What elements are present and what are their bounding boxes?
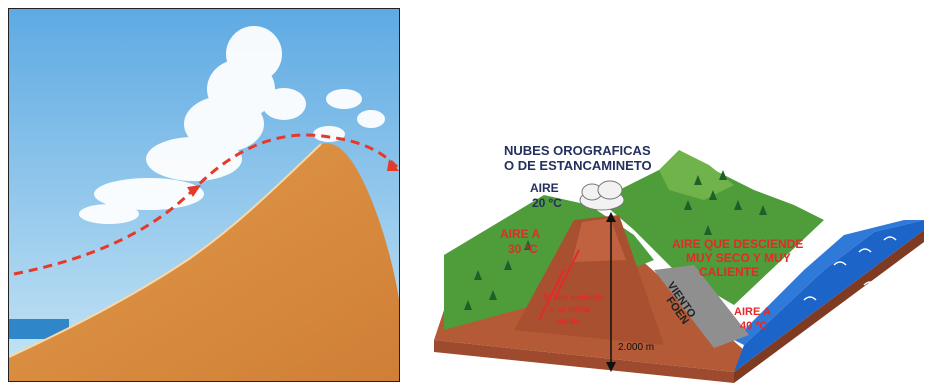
orographic-lift-illustration [8, 8, 400, 382]
foehn-diagram-svg: NUBES OROGRAFICAS O DE ESTANCAMINETO AIR… [404, 0, 928, 383]
air-top-label-line2: 20 ºC [532, 196, 562, 210]
height-label: 2.000 m [618, 342, 654, 353]
descending-air-line2: MUY SECO Y MUY [686, 251, 791, 265]
summit-cloud-icon [580, 181, 624, 210]
descending-air-line1: AIRE QUE DESCIENDE [672, 237, 803, 251]
foehn-wind-diagram: NUBES OROGRAFICAS O DE ESTANCAMINETO AIR… [404, 0, 928, 383]
air-right-label-line2: 40 ºC [740, 320, 767, 332]
air-left-label-line2: 30 ºC [508, 242, 538, 256]
left-illustration-svg [9, 9, 399, 381]
descending-air-line3: CALIENTE [699, 265, 759, 279]
cloud-title-line1: NUBES OROGRAFICAS [504, 143, 651, 158]
windward-note-line2: y se enfría [550, 305, 590, 314]
windward-note-line1: El aire asciende [544, 293, 605, 302]
air-left-label-line1: AIRE A [500, 227, 541, 241]
windward-note-line3: rápido [556, 317, 581, 326]
air-top-label-line1: AIRE [530, 181, 559, 195]
cloud-title-line2: O DE ESTANCAMINETO [504, 158, 652, 173]
air-right-label-line1: AIRE A [734, 306, 771, 318]
